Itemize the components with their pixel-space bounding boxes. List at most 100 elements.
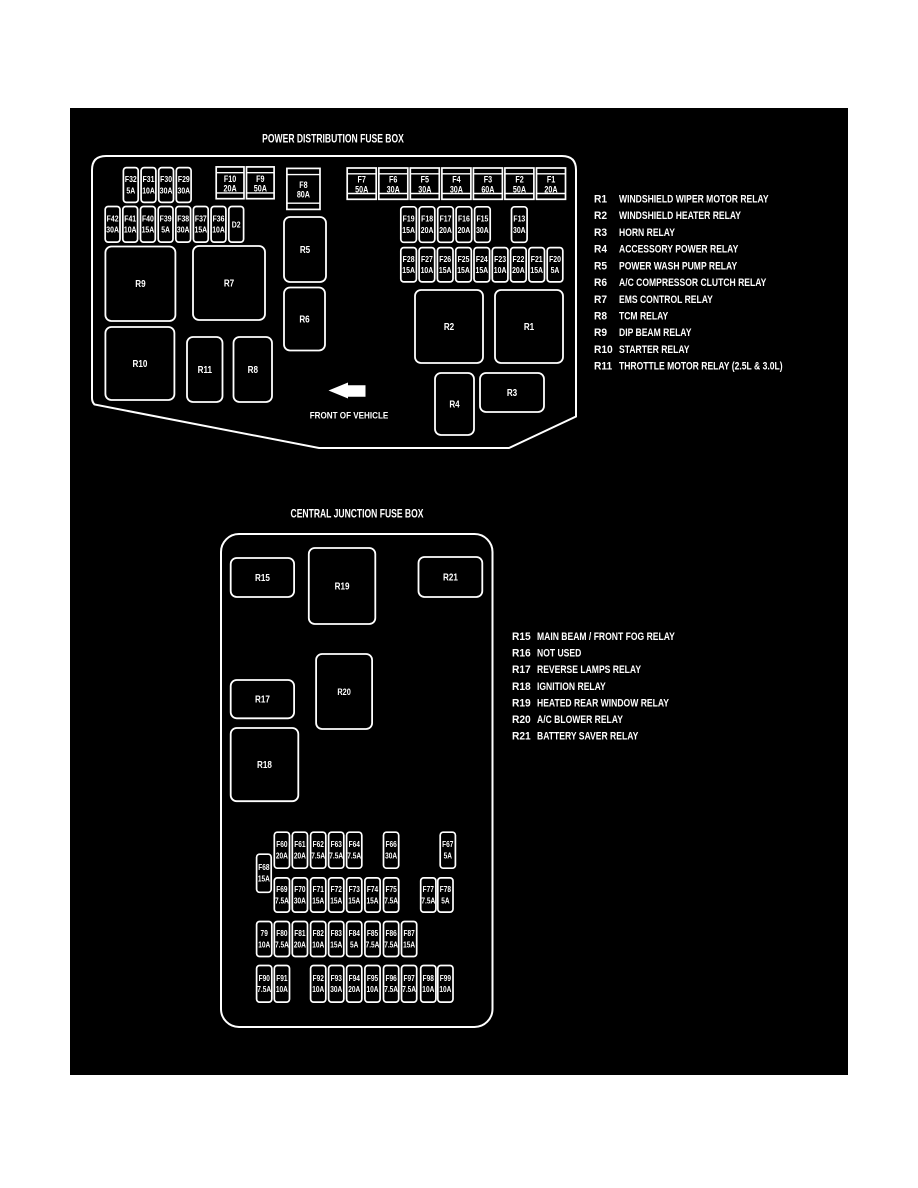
svg-text:F63: F63 [331,840,342,850]
svg-text:15A: 15A [439,266,452,276]
svg-text:R20: R20 [512,714,531,726]
svg-text:MAIN BEAM / FRONT FOG RELAY: MAIN BEAM / FRONT FOG RELAY [537,631,675,643]
svg-text:50A: 50A [254,184,267,194]
svg-text:STARTER RELAY: STARTER RELAY [619,344,690,356]
svg-text:7.5A: 7.5A [384,985,398,995]
svg-text:POWER WASH PUMP RELAY: POWER WASH PUMP RELAY [619,260,738,272]
svg-text:F7: F7 [358,175,367,185]
svg-text:15A: 15A [457,266,470,276]
svg-text:F95: F95 [367,973,378,983]
svg-text:10A: 10A [212,225,225,235]
svg-text:F4: F4 [452,175,461,185]
svg-text:F6: F6 [389,175,398,185]
svg-text:30A: 30A [450,185,463,195]
svg-text:F84: F84 [349,928,360,938]
svg-text:R18: R18 [512,680,531,692]
svg-text:EMS CONTROL RELAY: EMS CONTROL RELAY [619,294,713,306]
svg-text:F91: F91 [276,973,287,983]
svg-text:F24: F24 [476,254,489,264]
svg-text:F23: F23 [494,254,506,264]
svg-text:30A: 30A [330,985,342,995]
svg-text:F67: F67 [442,840,453,850]
svg-text:F20: F20 [549,254,561,264]
svg-text:5A: 5A [350,940,358,950]
svg-text:F75: F75 [385,884,396,894]
svg-text:50A: 50A [513,185,526,195]
svg-text:R21: R21 [443,572,458,583]
svg-text:HORN RELAY: HORN RELAY [619,227,675,239]
svg-text:R11: R11 [198,364,212,375]
svg-text:10A: 10A [439,985,451,995]
svg-text:30A: 30A [385,851,397,861]
svg-text:5A: 5A [444,851,452,861]
svg-text:20A: 20A [276,851,288,861]
svg-text:30A: 30A [106,225,119,235]
svg-text:7.5A: 7.5A [275,940,289,950]
svg-text:F40: F40 [142,214,154,224]
svg-text:F36: F36 [213,214,225,224]
svg-text:20A: 20A [294,851,306,861]
svg-text:F68: F68 [258,863,269,873]
svg-text:F81: F81 [294,928,305,938]
svg-text:50A: 50A [355,185,368,195]
svg-text:F73: F73 [349,884,360,894]
svg-text:15A: 15A [258,874,270,884]
svg-text:F1: F1 [547,175,556,185]
svg-text:5A: 5A [441,896,449,906]
svg-text:20A: 20A [512,266,525,276]
svg-text:R4: R4 [594,243,607,255]
svg-text:7.5A: 7.5A [384,896,398,906]
svg-text:F39: F39 [160,214,172,224]
svg-text:R1: R1 [524,321,534,332]
svg-text:F38: F38 [177,214,189,224]
svg-text:15A: 15A [330,896,342,906]
svg-text:20A: 20A [348,985,360,995]
svg-text:F29: F29 [178,174,190,184]
svg-text:60A: 60A [481,185,494,195]
svg-text:F71: F71 [313,884,324,894]
svg-text:F80: F80 [276,928,287,938]
svg-text:10A: 10A [494,266,507,276]
svg-text:F78: F78 [440,884,451,894]
svg-text:R1: R1 [594,193,607,205]
svg-text:F77: F77 [423,884,434,894]
svg-text:F62: F62 [313,840,324,850]
svg-text:F21: F21 [531,254,543,264]
svg-text:F61: F61 [294,840,305,850]
svg-text:10A: 10A [312,985,324,995]
svg-text:7.5A: 7.5A [275,896,289,906]
svg-text:15A: 15A [530,266,543,276]
svg-text:F27: F27 [421,254,433,264]
svg-text:A/C BLOWER RELAY: A/C BLOWER RELAY [537,714,623,726]
svg-text:WINDSHIELD WIPER MOTOR RELAY: WINDSHIELD WIPER MOTOR RELAY [619,193,769,205]
svg-text:F17: F17 [440,214,452,224]
svg-text:F64: F64 [349,840,360,850]
svg-text:R17: R17 [512,664,531,676]
svg-text:F66: F66 [385,840,396,850]
svg-text:20A: 20A [439,225,452,235]
svg-text:R7: R7 [224,278,234,289]
svg-text:F60: F60 [276,840,287,850]
svg-text:F87: F87 [403,928,414,938]
svg-text:R10: R10 [132,358,147,369]
svg-text:R2: R2 [594,210,607,222]
svg-text:ACCESSORY POWER RELAY: ACCESSORY POWER RELAY [619,244,739,256]
svg-text:15A: 15A [330,940,342,950]
svg-text:15A: 15A [348,896,360,906]
svg-text:F10: F10 [224,174,237,184]
svg-text:F9: F9 [256,174,265,184]
svg-text:79: 79 [261,928,268,938]
svg-text:R18: R18 [257,759,272,770]
svg-text:R19: R19 [335,581,350,592]
svg-text:R16: R16 [512,647,531,659]
svg-text:R6: R6 [594,277,607,289]
svg-text:THROTTLE MOTOR RELAY (2.5L & 3: THROTTLE MOTOR RELAY (2.5L & 3.0L) [619,361,783,373]
svg-text:F2: F2 [515,175,524,185]
svg-text:F82: F82 [313,928,324,938]
svg-text:20A: 20A [294,940,306,950]
svg-text:F3: F3 [484,175,493,185]
svg-text:5A: 5A [551,266,560,276]
svg-text:F8: F8 [299,180,308,190]
svg-text:F96: F96 [385,973,396,983]
svg-text:30A: 30A [476,225,489,235]
